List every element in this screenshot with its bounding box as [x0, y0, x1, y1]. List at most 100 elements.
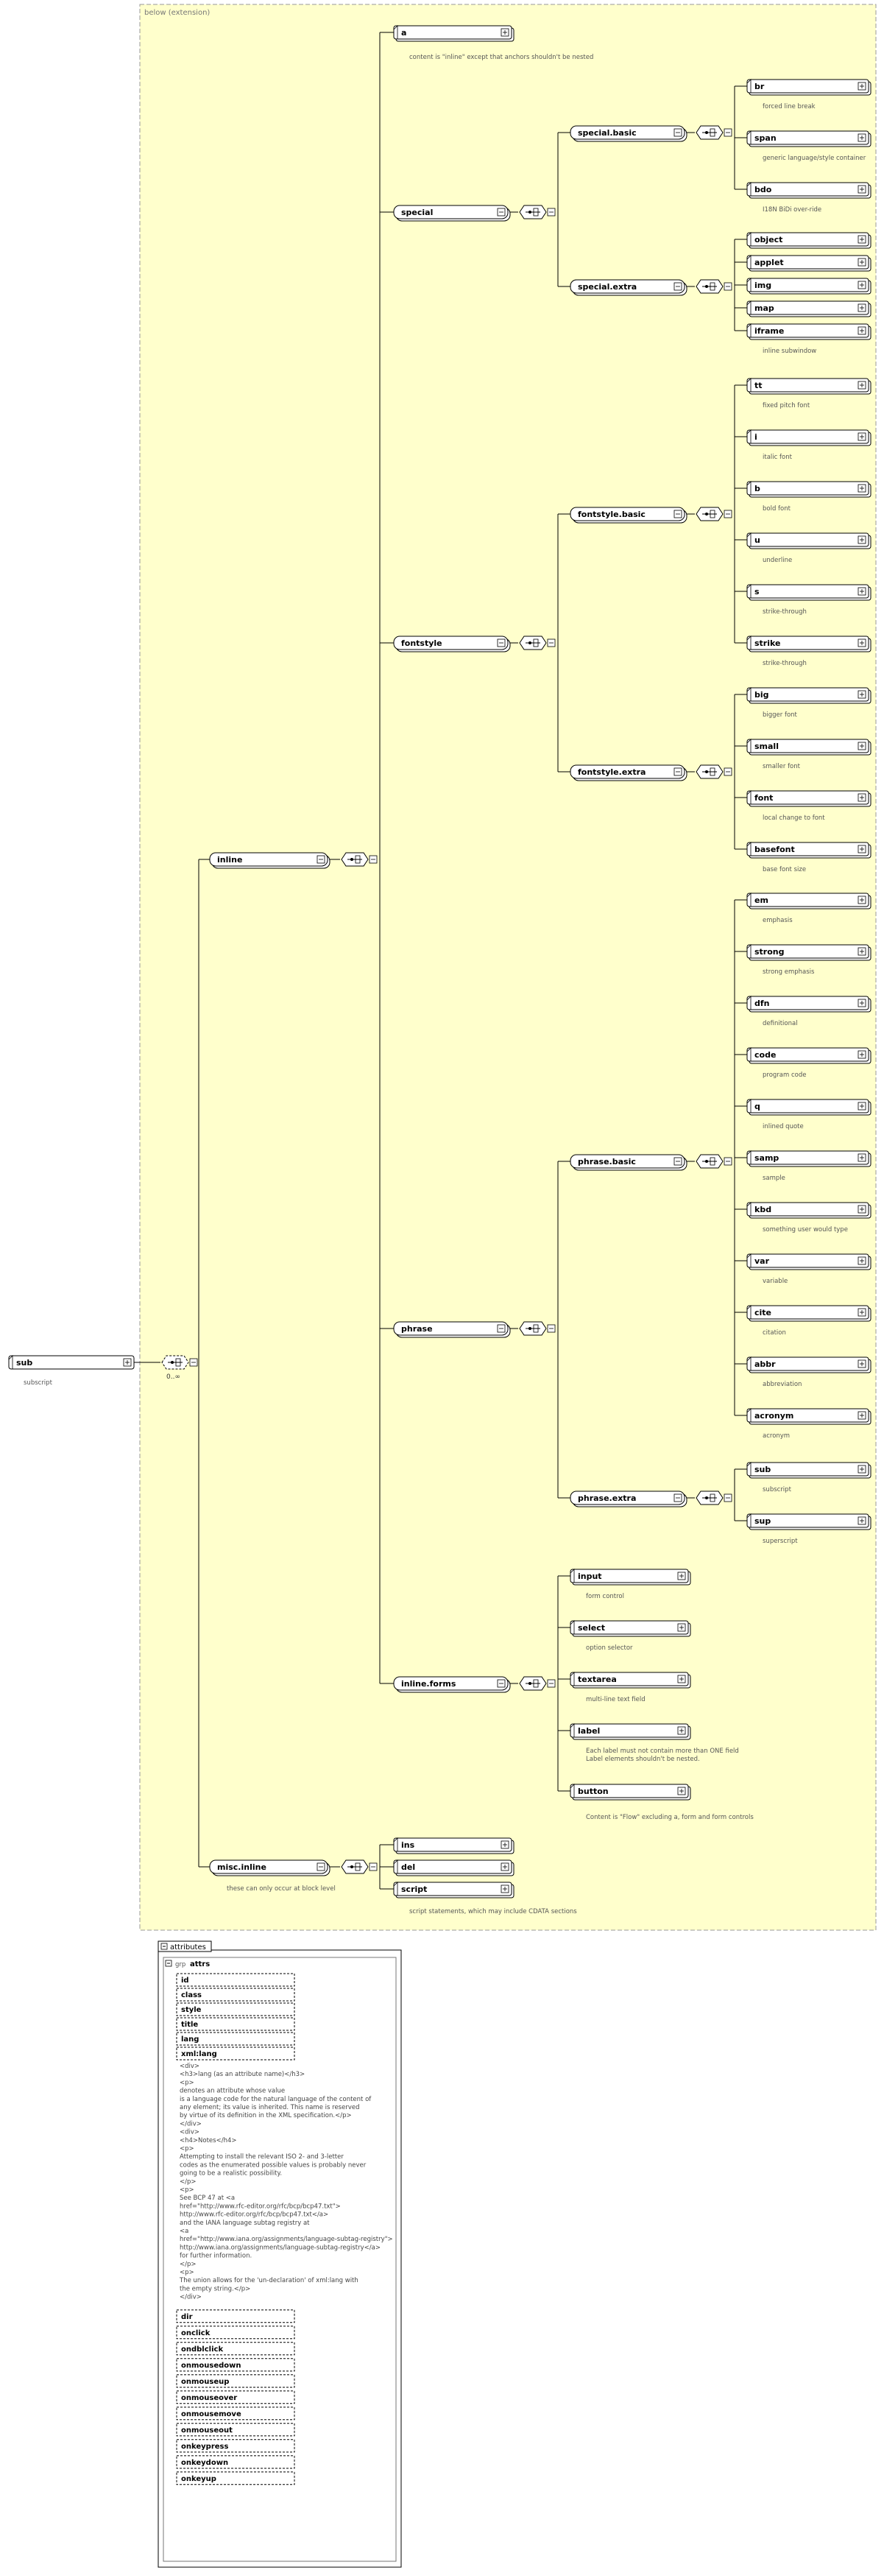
element-code[interactable]: code: [746, 1047, 871, 1064]
element-big[interactable]: big: [746, 687, 871, 704]
element-ins[interactable]: ins: [393, 1837, 515, 1854]
attribute-class[interactable]: class: [176, 1988, 295, 2002]
element-label: input: [578, 1572, 602, 1581]
element-a[interactable]: a: [393, 25, 515, 42]
choice-compositor-icon[interactable]: [696, 1491, 732, 1505]
element-strong[interactable]: strong: [746, 944, 871, 961]
element-br[interactable]: br: [746, 79, 871, 96]
attribute-xml-lang[interactable]: xml:lang: [176, 2047, 295, 2061]
element-label: em: [754, 895, 768, 905]
group-special-extra[interactable]: special.extra: [570, 279, 687, 296]
attribute-onclick[interactable]: onclick: [176, 2326, 295, 2340]
element-strike[interactable]: strike: [746, 636, 871, 652]
element-iframe[interactable]: iframe: [746, 323, 871, 340]
group-fontstyle[interactable]: fontstyle: [393, 636, 511, 652]
element-del[interactable]: del: [393, 1859, 515, 1876]
note-bdo: I18N BiDi over-ride: [763, 206, 821, 214]
element-s[interactable]: s: [746, 584, 871, 601]
element-textarea[interactable]: textarea: [570, 1672, 691, 1689]
element-basefont[interactable]: basefont: [746, 842, 871, 859]
element-samp[interactable]: samp: [746, 1150, 871, 1167]
element-sup[interactable]: sup: [746, 1513, 871, 1530]
element-applet[interactable]: applet: [746, 255, 871, 272]
element-dfn[interactable]: dfn: [746, 996, 871, 1013]
element-var[interactable]: var: [746, 1253, 871, 1270]
choice-compositor-icon[interactable]: [519, 205, 556, 219]
element-label: basefont: [754, 845, 795, 854]
element-span[interactable]: span: [746, 130, 871, 147]
element-kbd[interactable]: kbd: [746, 1202, 871, 1219]
attr-doc-line: <p>: [180, 2269, 194, 2276]
attribute-ondblclick[interactable]: ondblclick: [176, 2342, 295, 2356]
element-button[interactable]: button: [570, 1784, 691, 1801]
element-u[interactable]: u: [746, 532, 871, 549]
attr-doc-line: going to be a realistic possibility.: [180, 2170, 282, 2178]
choice-compositor-icon[interactable]: [696, 507, 732, 521]
element-q[interactable]: q: [746, 1099, 871, 1116]
element-acronym[interactable]: acronym: [746, 1408, 871, 1425]
element-label: label: [578, 1726, 600, 1736]
attribute-onmouseout[interactable]: onmouseout: [176, 2423, 295, 2437]
group-label: phrase.basic: [578, 1157, 636, 1166]
choice-compositor-icon[interactable]: [519, 1676, 556, 1691]
choice-compositor-icon[interactable]: [696, 125, 732, 140]
attribute-onkeydown[interactable]: onkeydown: [176, 2455, 295, 2469]
attribute-lang[interactable]: lang: [176, 2032, 295, 2046]
group-fontstyle-basic[interactable]: fontstyle.basic: [570, 507, 687, 524]
attribute-onmouseover[interactable]: onmouseover: [176, 2390, 295, 2404]
group-special-basic[interactable]: special.basic: [570, 125, 687, 142]
group-misc-inline[interactable]: misc.inline: [209, 1859, 330, 1876]
group-inline[interactable]: inline: [209, 852, 330, 869]
attr-doc-line: </div>: [180, 2120, 202, 2128]
element-sub[interactable]: sub: [746, 1462, 871, 1479]
element-font[interactable]: font: [746, 790, 871, 807]
attr-doc-line: codes as the enumerated possible values …: [180, 2161, 367, 2169]
attributes-tab[interactable]: [158, 1940, 212, 1952]
choice-compositor-icon[interactable]: [341, 852, 378, 867]
attribute-onkeyup[interactable]: onkeyup: [176, 2471, 295, 2485]
group-fontstyle-extra[interactable]: fontstyle.extra: [570, 764, 687, 781]
element-object[interactable]: object: [746, 232, 871, 249]
choice-compositor-icon[interactable]: [519, 636, 556, 650]
element-i[interactable]: i: [746, 429, 871, 446]
attribute-dir[interactable]: dir: [176, 2309, 295, 2323]
element-map[interactable]: map: [746, 300, 871, 317]
choice-compositor-icon[interactable]: [341, 1859, 378, 1874]
attribute-style[interactable]: style: [176, 2002, 295, 2016]
attr-doc-line: <a: [180, 2228, 188, 2235]
element-cite[interactable]: cite: [746, 1305, 871, 1322]
group-special[interactable]: special: [393, 205, 511, 222]
element-abbr[interactable]: abbr: [746, 1356, 871, 1373]
group-phrase-basic[interactable]: phrase.basic: [570, 1154, 687, 1171]
attribute-onmousemove[interactable]: onmousemove: [176, 2407, 295, 2421]
element-script[interactable]: script: [393, 1882, 515, 1898]
element-small[interactable]: small: [746, 739, 871, 756]
attribute-id[interactable]: id: [176, 1973, 295, 1987]
group-phrase[interactable]: phrase: [393, 1321, 511, 1338]
element-input[interactable]: input: [570, 1569, 691, 1586]
choice-compositor-icon[interactable]: [696, 764, 732, 779]
element-img[interactable]: img: [746, 278, 871, 295]
attribute-label: onmousemove: [181, 2410, 241, 2418]
group-phrase-extra[interactable]: phrase.extra: [570, 1491, 687, 1507]
attribute-onmousedown[interactable]: onmousedown: [176, 2358, 295, 2372]
note-q: inlined quote: [763, 1123, 804, 1130]
choice-compositor-icon[interactable]: [696, 279, 732, 294]
note-small: smaller font: [763, 763, 801, 770]
choice-compositor-icon[interactable]: [696, 1154, 732, 1169]
attr-doc-line: </p>: [180, 2261, 197, 2268]
choice-compositor-icon[interactable]: [519, 1321, 556, 1336]
element-em[interactable]: em: [746, 893, 871, 909]
attribute-title[interactable]: title: [176, 2017, 295, 2031]
element-bdo[interactable]: bdo: [746, 182, 871, 199]
attribute-onmouseup[interactable]: onmouseup: [176, 2374, 295, 2388]
group-inline-forms[interactable]: inline.forms: [393, 1676, 511, 1693]
attr-doc-line: by virtue of its definition in the XML s…: [180, 2112, 352, 2119]
element-select[interactable]: select: [570, 1620, 691, 1637]
element-tt[interactable]: tt: [746, 378, 871, 395]
attribute-onkeypress[interactable]: onkeypress: [176, 2439, 295, 2453]
choice-compositor-icon[interactable]: [161, 1355, 198, 1370]
element-b[interactable]: b: [746, 481, 871, 498]
element-label[interactable]: label: [570, 1723, 691, 1740]
element-sub[interactable]: sub: [8, 1355, 135, 1370]
